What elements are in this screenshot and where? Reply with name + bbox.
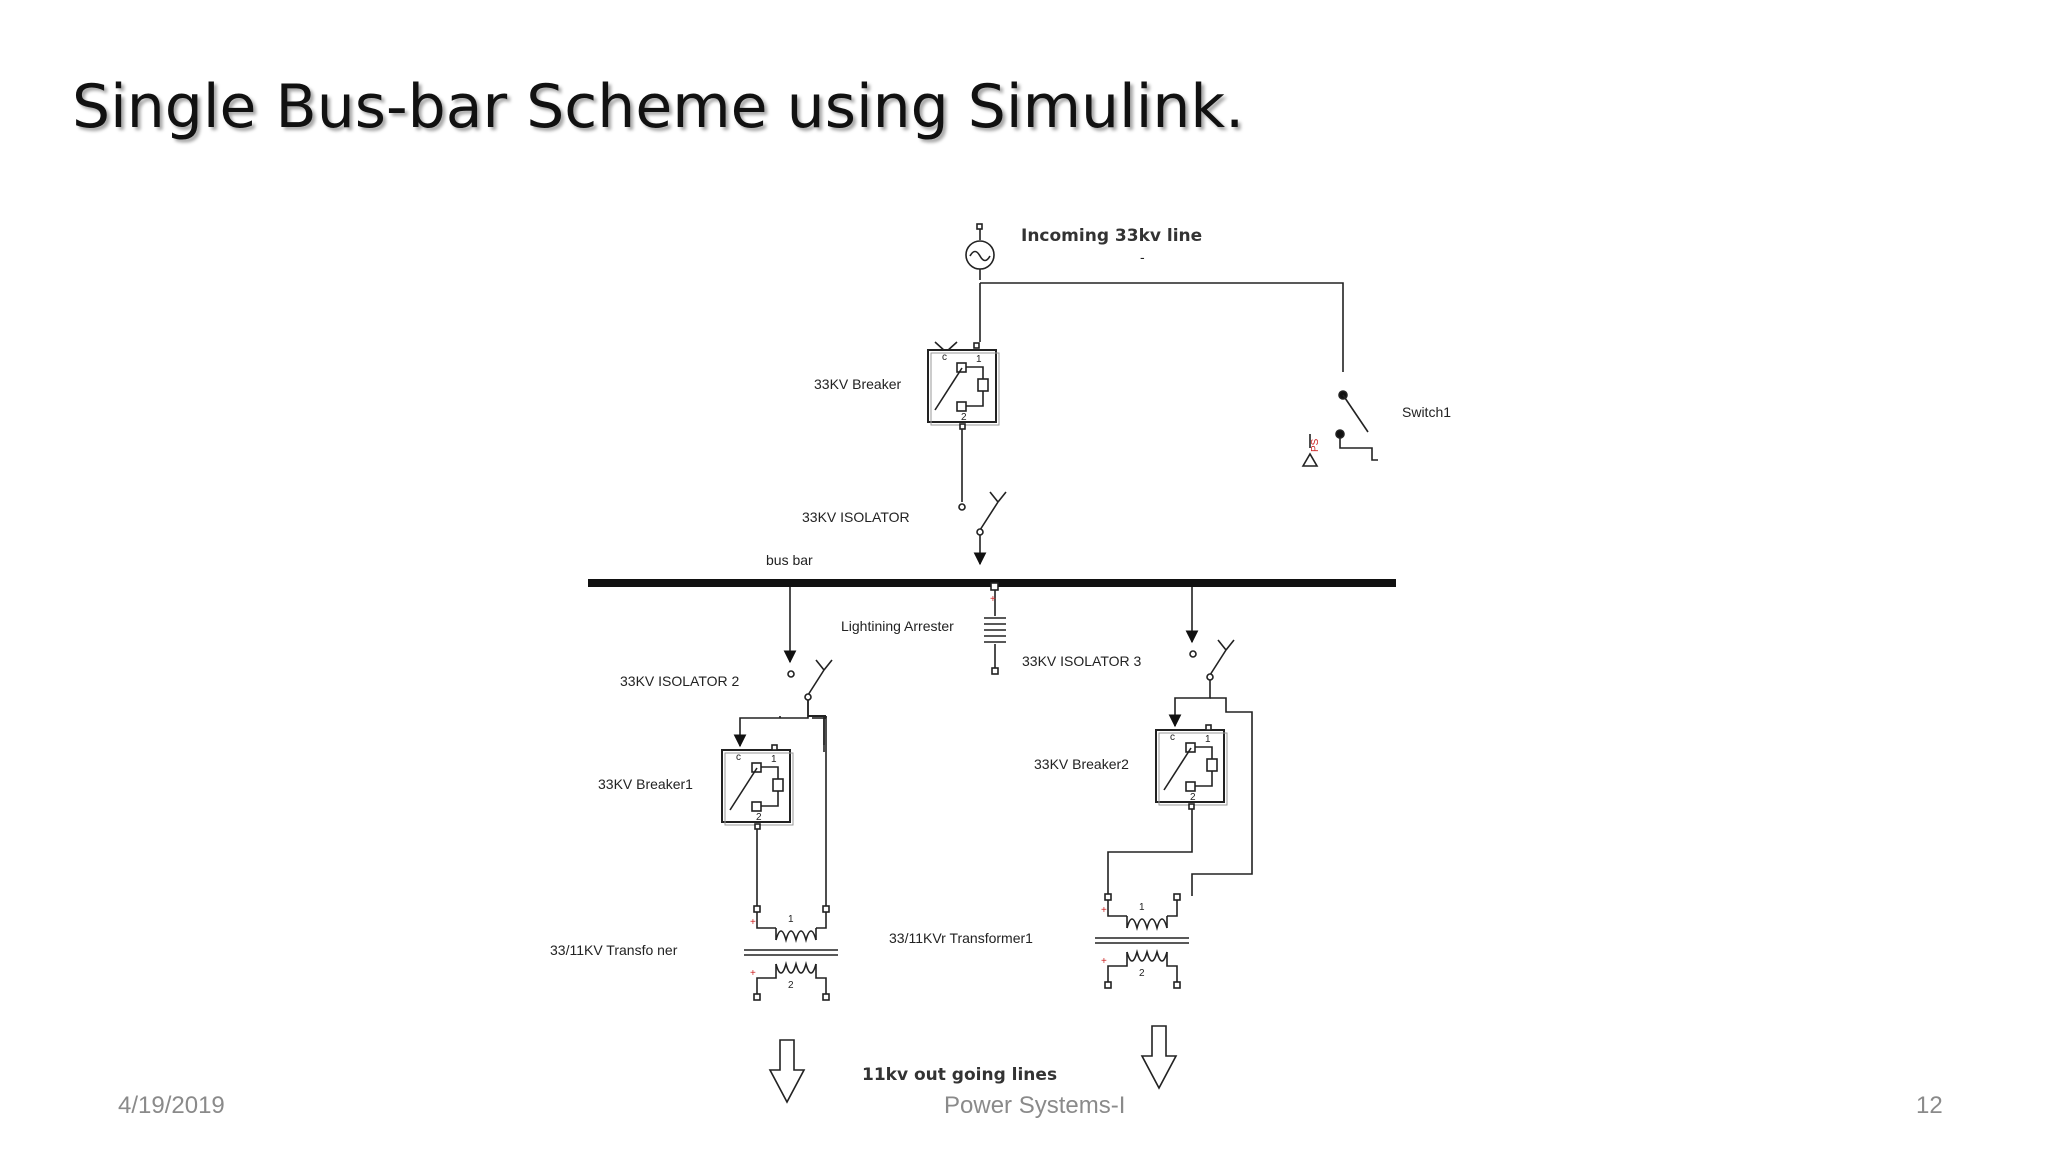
port-c: c (1170, 732, 1175, 743)
left-feeder-wires (756, 715, 827, 906)
transformer-left-label: 33/11KV Transfo ner (550, 942, 678, 958)
plus-marker: + (990, 594, 996, 605)
switch1-label: Switch1 (1402, 404, 1451, 420)
bus-bar-label: bus bar (766, 552, 813, 568)
plus-marker: + (750, 968, 756, 979)
breaker-2-icon (1155, 724, 1228, 810)
transformer-left-icon (744, 905, 838, 1001)
footer-course: Power Systems-I (944, 1092, 1126, 1119)
isolator-3-icon (1206, 639, 1235, 681)
outgoing-arrow-left-icon (768, 1039, 806, 1104)
plus-marker: + (750, 917, 756, 928)
breaker-main-label: 33KV Breaker (814, 376, 901, 392)
breaker-main-icon (927, 341, 1000, 430)
transformer-right-icon (1095, 893, 1189, 989)
plus-marker: + (1101, 905, 1107, 916)
incoming-dash-label: - (1140, 249, 1145, 265)
breaker-1-icon (721, 744, 794, 830)
breaker-1-label: 33KV Breaker1 (598, 776, 693, 792)
ac-source-icon (965, 223, 995, 280)
port-1: 1 (1139, 902, 1145, 913)
port-1: 1 (1205, 734, 1211, 745)
port-2: 2 (788, 980, 794, 991)
port-c: c (942, 352, 947, 363)
isolator-2-label: 33KV ISOLATOR 2 (620, 673, 740, 689)
isolator-main-label: 33KV ISOLATOR (802, 509, 910, 525)
switch1-icon (1301, 390, 1378, 467)
isolator-2-icon (804, 659, 833, 701)
footer-date: 4/19/2019 (118, 1092, 225, 1119)
isolator-3-label: 33KV ISOLATOR 3 (1022, 653, 1142, 669)
port-1: 1 (976, 354, 982, 365)
outgoing-lines-label: 11kv out going lines (862, 1065, 1057, 1085)
port-2: 2 (961, 412, 967, 423)
port-2: 2 (1190, 792, 1196, 803)
incoming-line-label: Incoming 33kv line (1021, 226, 1202, 246)
lightning-arrester-icon (984, 582, 1006, 675)
outgoing-arrow-right-icon (1140, 1025, 1178, 1090)
port-1: 1 (771, 754, 777, 765)
lightning-arrester-label: Lightining Arrester (841, 618, 954, 634)
footer-page-number: 12 (1916, 1092, 1943, 1119)
port-c: c (736, 752, 741, 763)
plus-marker: + (1101, 956, 1107, 967)
ps-label: PS (1310, 438, 1321, 452)
slide-title: Single Bus-bar Scheme using Simulink. (72, 72, 1245, 142)
transformer-right-label: 33/11KVr Transformer1 (889, 930, 1033, 946)
isolator-main-icon (973, 491, 1007, 566)
port-2: 2 (756, 812, 762, 823)
port-1: 1 (788, 914, 794, 925)
port-2: 2 (1139, 968, 1145, 979)
breaker-2-label: 33KV Breaker2 (1034, 756, 1129, 772)
